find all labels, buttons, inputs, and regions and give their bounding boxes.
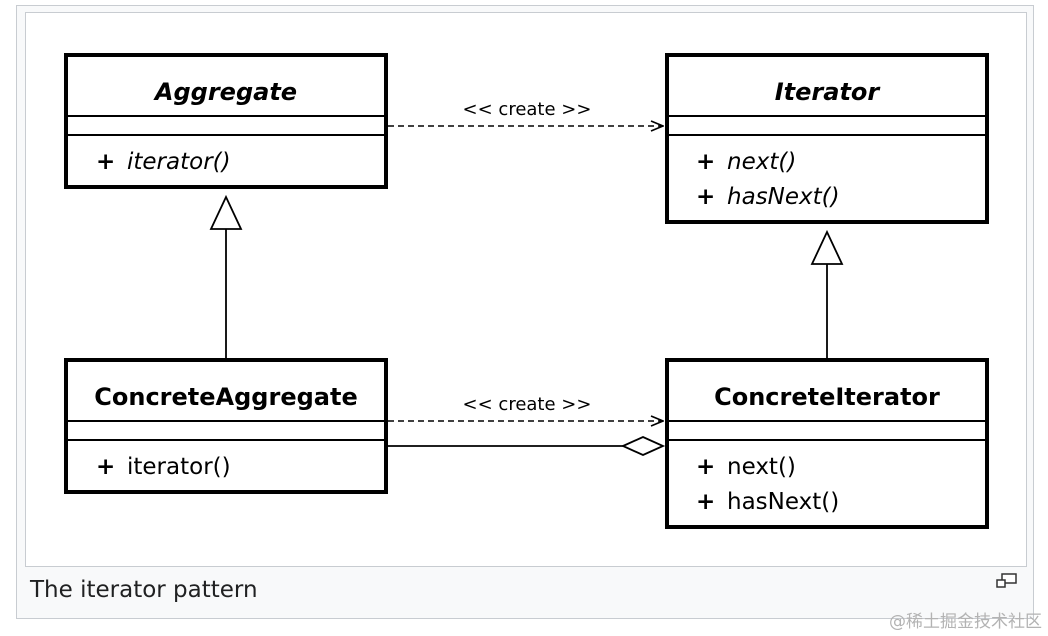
generalization-triangle [209,194,243,230]
visibility-public: + [96,149,115,175]
stereotype-label: << create >> [463,394,592,415]
class-box [64,358,388,494]
generalization-aggregate [209,194,243,358]
visibility-public: + [696,149,715,175]
operation: iterator() [127,454,231,480]
dependency-create-bottom: << create >> [388,394,663,421]
generalization-triangle [810,229,844,265]
dependency-create-top: << create >> [388,99,663,126]
class-concrete-aggregate[interactable]: ConcreteAggregate + iterator() [64,358,388,494]
class-box [64,53,388,189]
class-name: ConcreteIterator [714,383,940,411]
diagram-area[interactable]: Aggregate + iterator() Iterator + next()… [25,12,1027,567]
class-box [665,53,989,224]
aggregation-diamond [620,436,666,456]
operation: next() [727,149,796,175]
class-aggregate[interactable]: Aggregate + iterator() [64,53,388,189]
operation: next() [727,454,796,480]
visibility-public: + [696,184,715,210]
visibility-public: + [696,489,715,515]
uml-class-diagram: Aggregate + iterator() Iterator + next()… [64,53,989,529]
stereotype-label: << create >> [463,99,592,120]
class-name: ConcreteAggregate [94,383,357,411]
operation: hasNext() [727,489,839,515]
enlarge-icon[interactable] [995,572,1019,590]
figure-caption: The iterator pattern [30,577,258,603]
class-iterator[interactable]: Iterator + next() + hasNext() [665,53,989,224]
watermark: @稀土掘金技术社区 [889,612,1042,632]
figure-frame: Aggregate + iterator() Iterator + next()… [16,5,1034,619]
operation: hasNext() [727,184,840,210]
class-name: Iterator [775,78,882,106]
operation: iterator() [127,149,231,175]
generalization-iterator [810,229,844,358]
aggregation-association [388,436,666,456]
visibility-public: + [96,454,115,480]
class-concrete-iterator[interactable]: ConcreteIterator + next() + hasNext() [665,358,989,529]
visibility-public: + [696,454,715,480]
class-name: Aggregate [153,78,297,106]
class-box [665,358,989,529]
